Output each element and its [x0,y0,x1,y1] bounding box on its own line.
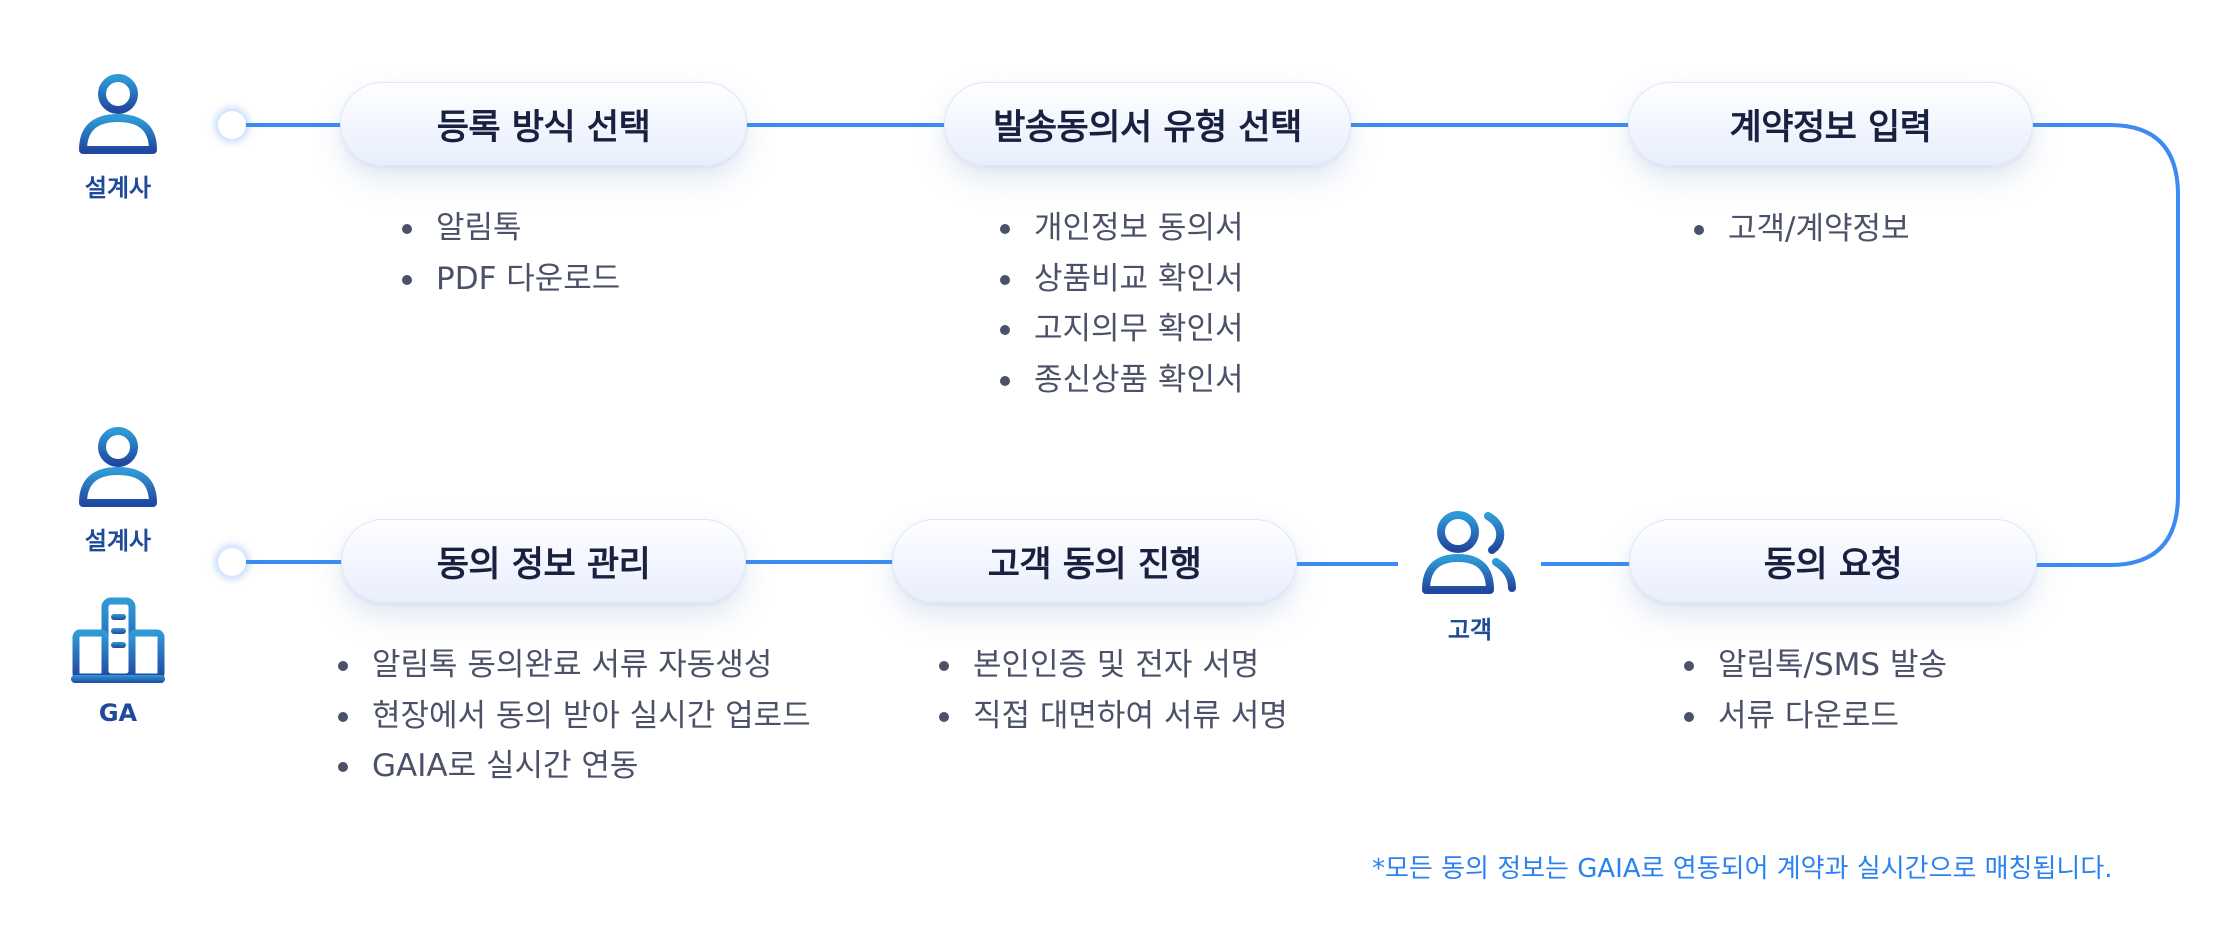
bottom-flow-start-dot [218,548,246,576]
actor-label: GA [98,699,138,727]
building-icon [71,597,165,683]
actor-label: 설계사 [84,527,152,555]
list-item: 개인정보 동의서 [996,203,1244,254]
step-title: 고객 동의 진행 [987,544,1202,585]
list-item: 알림톡/SMS 발송 [1680,640,1947,691]
step-registration-method-items: 알림톡 PDF 다운로드 [398,203,620,304]
step-consent-form-type: 발송동의서 유형 선택 [944,82,1351,166]
list-item: PDF 다운로드 [398,254,620,305]
person-icon [79,427,157,507]
step-consent-request-items: 알림톡/SMS 발송 서류 다운로드 [1680,640,1947,741]
list-item: 본인인증 및 전자 서명 [935,640,1288,691]
person-icon [79,74,157,154]
list-item: 고지의무 확인서 [996,304,1244,355]
list-item: 종신상품 확인서 [996,355,1244,406]
step-customer-consent-progress: 고객 동의 진행 [892,519,1297,603]
step-registration-method: 등록 방식 선택 [340,82,747,166]
list-item: 알림톡 [398,203,620,254]
users-icon [1422,511,1516,594]
actor-ga: GA [48,597,188,727]
list-item: 고객/계약정보 [1690,204,1910,255]
footnote: *모든 동의 정보는 GAIA로 연동되어 계약과 실시간으로 매칭됩니다. [1372,854,2113,884]
list-item: 현장에서 동의 받아 실시간 업로드 [334,691,811,742]
step-consent-form-type-items: 개인정보 동의서 상품비교 확인서 고지의무 확인서 종신상품 확인서 [996,203,1244,405]
step-title: 동의 요청 [1763,544,1903,585]
step-consent-info-management-items: 알림톡 동의완료 서류 자동생성 현장에서 동의 받아 실시간 업로드 GAIA… [334,640,811,792]
step-title: 발송동의서 유형 선택 [993,107,1302,148]
step-consent-info-management: 동의 정보 관리 [341,519,746,603]
step-title: 등록 방식 선택 [436,107,651,148]
list-item: 상품비교 확인서 [996,254,1244,305]
list-item: 알림톡 동의완료 서류 자동생성 [334,640,811,691]
list-item: GAIA로 실시간 연동 [334,741,811,792]
actor-label: 고객 [1447,616,1493,644]
list-item: 서류 다운로드 [1680,691,1947,742]
step-contract-info-input-items: 고객/계약정보 [1690,204,1910,255]
step-customer-consent-progress-items: 본인인증 및 전자 서명 직접 대면하여 서류 서명 [935,640,1288,741]
step-title: 계약정보 입력 [1729,107,1932,148]
step-title: 동의 정보 관리 [436,544,651,585]
actor-planner-bottom: 설계사 [48,427,188,556]
actor-planner-top: 설계사 [48,74,188,203]
step-consent-request: 동의 요청 [1629,519,2037,603]
actor-label: 설계사 [84,174,152,202]
actor-customer: 고객 [1400,510,1540,645]
list-item: 직접 대면하여 서류 서명 [935,691,1288,742]
step-contract-info-input: 계약정보 입력 [1628,82,2033,166]
top-flow-start-dot [218,111,246,139]
